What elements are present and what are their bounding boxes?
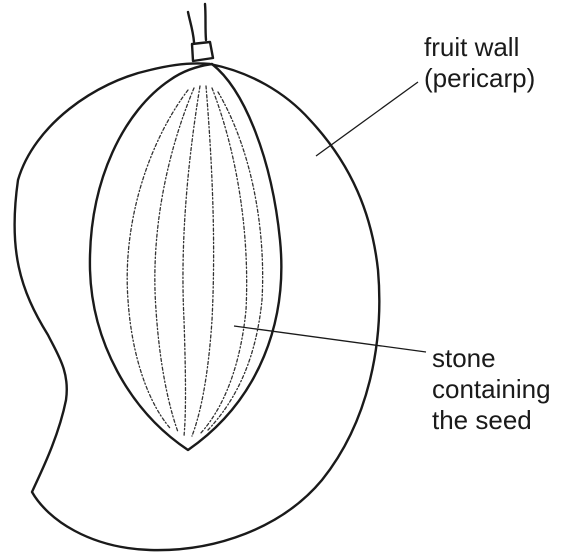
fruit-wall-label-line2: (pericarp) [424,63,535,94]
stone-outline [90,64,281,450]
stone-label-line3: the seed [432,405,551,436]
fruit-wall-leader-line [316,82,418,156]
pericarp-outline [15,63,380,550]
fruit-stalk [188,4,213,61]
fruit-wall-label-line1: fruit wall [424,32,535,63]
fruit-wall-label: fruit wall (pericarp) [424,32,535,94]
stone-label-line2: containing [432,374,551,405]
stone-fibres [127,86,262,436]
stone-label: stone containing the seed [432,343,551,436]
stone-label-line1: stone [432,343,551,374]
stone-leader-line [234,326,426,352]
